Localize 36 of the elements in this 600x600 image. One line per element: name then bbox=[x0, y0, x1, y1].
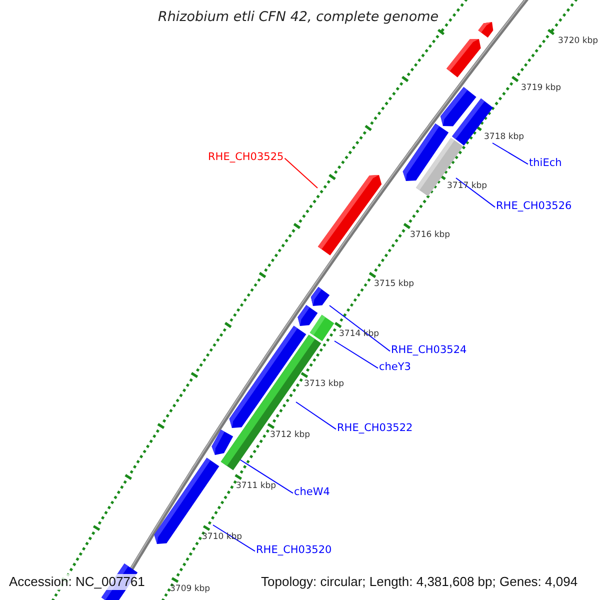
tick-label: 3711 kbp bbox=[236, 481, 276, 491]
tick-label: 3709 kbp bbox=[170, 584, 210, 594]
tick-label: 3717 kbp bbox=[447, 181, 488, 191]
gene-label: RHE_CH03520 bbox=[256, 544, 332, 556]
tick-label: 3718 kbp bbox=[484, 132, 524, 142]
tick-label: 3713 kbp bbox=[304, 379, 344, 389]
gene-label: RHE_CH03524 bbox=[391, 344, 467, 356]
gene-feature bbox=[317, 175, 382, 256]
leader-line bbox=[492, 142, 528, 165]
gene-label: RHE_CH03525 bbox=[208, 151, 284, 163]
tick-label: 3715 kbp bbox=[374, 279, 414, 289]
gene-label: cheW4 bbox=[294, 486, 330, 498]
leader-line bbox=[212, 524, 256, 552]
gene-feature bbox=[211, 429, 234, 455]
gene-label: cheY3 bbox=[379, 361, 411, 373]
info-text: Accession: NC_007761 bbox=[9, 574, 145, 590]
gene-feature bbox=[446, 39, 481, 78]
tick-label: 3716 kbp bbox=[410, 230, 450, 240]
leader-line bbox=[334, 340, 378, 369]
leader-line bbox=[238, 458, 294, 494]
tick-label: 3720 kbp bbox=[558, 36, 598, 46]
leader-line bbox=[456, 178, 496, 208]
gene-label: thiEch bbox=[529, 157, 562, 169]
chart-title: Rhizobium etli CFN 42, complete genome bbox=[158, 9, 439, 26]
gene-feature bbox=[297, 304, 318, 326]
leader-line bbox=[329, 305, 390, 352]
info-text: Topology: circular; Length: 4,381,608 bp; Genes: 4,094 bbox=[261, 574, 578, 590]
gene-label: RHE_CH03522 bbox=[337, 422, 413, 434]
tick-label: 3712 kbp bbox=[270, 430, 310, 440]
tick-label: 3719 kbp bbox=[521, 83, 562, 93]
gene-feature bbox=[478, 22, 494, 38]
gene-label: RHE_CH03526 bbox=[496, 200, 572, 212]
leader-line bbox=[296, 402, 336, 430]
gene-segment bbox=[309, 314, 335, 342]
gene-feature bbox=[310, 286, 330, 306]
leader-line bbox=[284, 158, 318, 188]
